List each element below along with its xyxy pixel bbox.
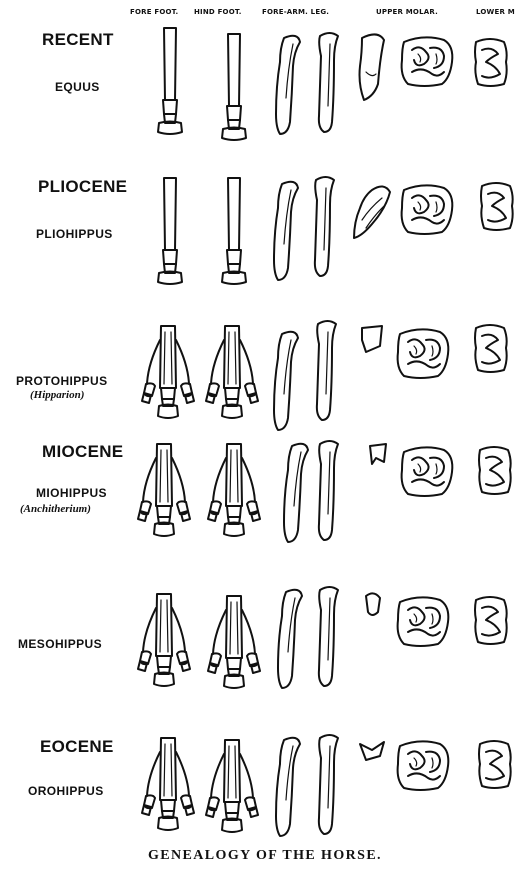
pliohippus-upper-molar	[402, 185, 453, 234]
miohippus-upper-molar	[402, 447, 453, 496]
pliohippus-leg	[315, 177, 334, 276]
mesohippus-upper-molar	[398, 597, 449, 646]
mesohippus-hind-foot	[208, 596, 260, 688]
orohippus-fore-foot	[142, 738, 194, 830]
pliohippus-forearm	[274, 182, 298, 280]
orohippus-upper-molar	[398, 741, 449, 790]
orohippus-incisor	[360, 742, 384, 760]
protohippus-fore-foot	[142, 326, 194, 418]
orohippus-lower-molar	[479, 741, 511, 788]
equus-fore-foot	[158, 28, 182, 134]
protohippus-forearm	[274, 332, 298, 430]
equus-incisor	[360, 34, 385, 100]
mesohippus-fore-foot	[138, 594, 190, 686]
miohippus-forearm	[284, 444, 308, 542]
miohippus-leg	[319, 441, 338, 540]
miohippus-lower-molar	[479, 447, 511, 494]
equus-lower-molar	[475, 39, 507, 86]
equus-hind-foot	[222, 34, 246, 140]
pliohippus-lower-molar	[481, 183, 513, 230]
protohippus-leg	[317, 321, 336, 420]
mesohippus-lower-molar	[475, 597, 507, 644]
mesohippus-forearm	[278, 590, 302, 688]
miohippus-incisor	[370, 444, 386, 464]
pliohippus-incisor	[354, 186, 390, 238]
protohippus-upper-molar	[398, 329, 449, 378]
figure-caption: GENEALOGY OF THE HORSE.	[0, 848, 530, 864]
pliohippus-hind-foot	[222, 178, 246, 284]
equus-upper-molar	[402, 37, 453, 86]
pliohippus-fore-foot	[158, 178, 182, 284]
mesohippus-leg	[319, 587, 338, 686]
protohippus-hind-foot	[206, 326, 258, 418]
protohippus-lower-molar	[475, 325, 507, 372]
equus-leg	[319, 33, 338, 132]
miohippus-fore-foot	[138, 444, 190, 536]
miohippus-hind-foot	[208, 444, 260, 536]
protohippus-incisor	[362, 326, 382, 352]
equus-forearm	[276, 36, 300, 134]
orohippus-forearm	[276, 738, 300, 836]
orohippus-leg	[319, 735, 338, 834]
orohippus-hind-foot	[206, 740, 258, 832]
mesohippus-incisor	[366, 593, 380, 615]
